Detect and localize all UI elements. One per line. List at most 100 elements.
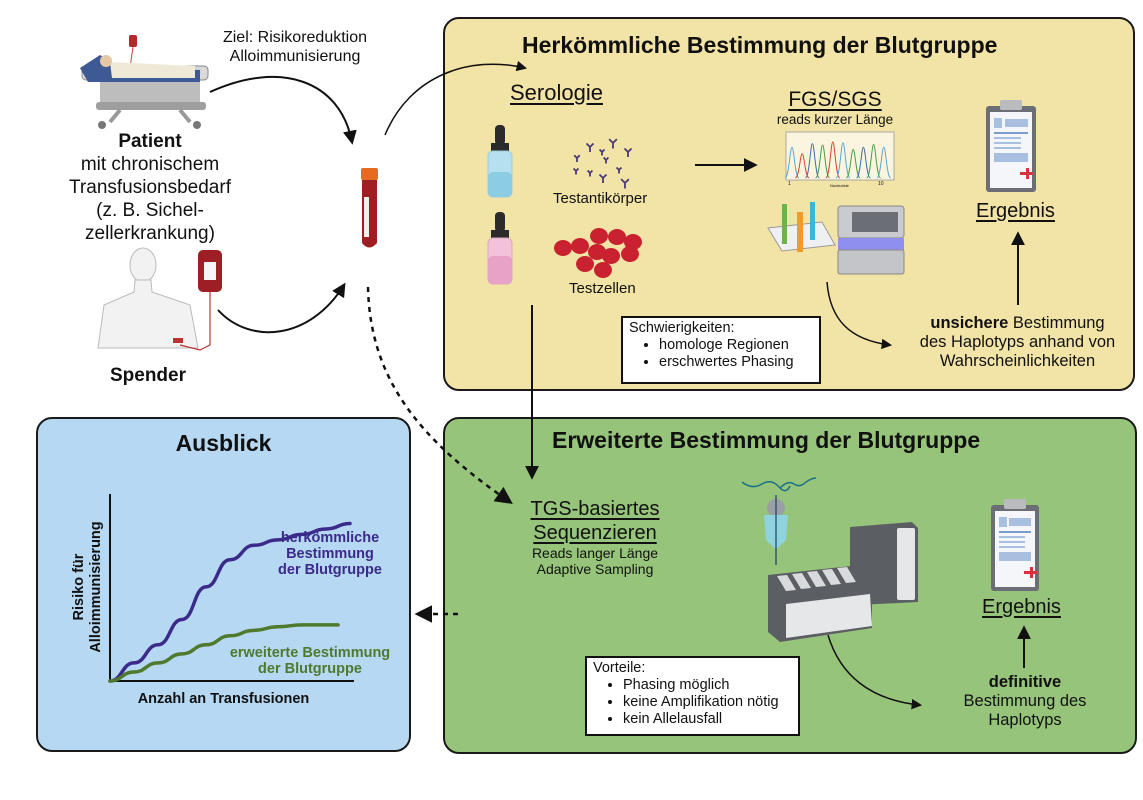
pink-bottle [487, 212, 513, 285]
chromatogram-peak [845, 148, 861, 179]
chromatogram-peak [825, 141, 841, 179]
donor-title: Spender [109, 365, 187, 386]
antibody-glyph [602, 156, 610, 164]
series-label-conventional: herkömmliche Bestimmung der Blutgruppe [265, 530, 395, 578]
fgs-sgs-subtitle: reads kurzer Länge [776, 112, 894, 127]
antibody-glyph [615, 166, 623, 174]
arrow-sample-to-tgs [366, 286, 513, 504]
chart-title: Ausblick [175, 430, 272, 456]
antibody-glyph [585, 142, 595, 152]
extended-outcome: definitive Bestimmung des Haplotyps [940, 673, 1110, 730]
patient-line: (z. B. Sichel- [96, 200, 204, 221]
difficulties-heading: Schwierigkeiten: [629, 320, 735, 336]
chart-x-label: Anzahl an Transfusionen [137, 691, 310, 707]
series-label-line: erweiterte Bestimmung [229, 645, 391, 661]
tgs-heading: TGS-basiertes Sequenzieren [510, 497, 680, 545]
chromatogram-peak [866, 144, 882, 179]
series-label-line: der Blutgruppe [278, 562, 382, 578]
chromatogram-peak [835, 142, 851, 179]
series-label-line: herkömmliche [280, 530, 380, 546]
chromatogram-peak [794, 153, 810, 179]
conventional-result-label: Ergebnis [976, 200, 1055, 222]
patient-line: zellerkrankung) [85, 223, 215, 244]
outcome-text: Bestimmung [1008, 314, 1105, 332]
series-label-line: Bestimmung [286, 546, 374, 562]
outlook-panel [36, 417, 411, 752]
series-label-line: der Blutgruppe [258, 661, 362, 677]
series-line-extended [108, 623, 340, 683]
advantages-heading: Vorteile: [593, 660, 646, 676]
series-label-extended: erweiterte Bestimmung der Blutgruppe [210, 645, 410, 677]
conventional-outcome: unsichere Bestimmung des Haplotyps anhan… [900, 314, 1135, 371]
chromatogram-tick-end: 10 [878, 181, 884, 187]
patient-title: Patient [118, 131, 182, 152]
serology-heading: Serologie [510, 80, 603, 105]
extended-title: Erweiterte Bestimmung der Blutgruppe [552, 427, 981, 453]
outcome-text: Haplotyps [988, 711, 1062, 729]
arrow-sample-to-serology [384, 60, 528, 136]
advantage-item: kein Allelausfall [623, 711, 792, 728]
chromatogram-peak [855, 146, 871, 179]
tgs-sub-line: Adaptive Sampling [536, 561, 654, 577]
outcome-definitive-bold: definitive [988, 673, 1062, 691]
chromatogram-peak [876, 146, 892, 179]
chromatogram-peak [784, 146, 800, 179]
advantages-box: Vorteile: Phasing möglich keine Amplifik… [585, 656, 800, 736]
antibody-glyph [598, 173, 608, 183]
chromatogram-peak [804, 143, 820, 179]
antibody-glyph [572, 167, 580, 175]
difficulty-item: erschwertes Phasing [659, 354, 813, 371]
outcome-text: des Haplotyps anhand von [919, 333, 1116, 351]
outcome-uncertain-bold: unsichere [930, 314, 1009, 332]
antibodies-label: Testantikörper [553, 190, 648, 207]
difficulty-item: homologe Regionen [659, 337, 813, 354]
blue-bottle [487, 125, 513, 198]
outcome-text: Wahrscheinlichkeiten [939, 352, 1096, 370]
chromatogram-peak [815, 144, 831, 179]
goal-line-1: Ziel: Risikoreduktion [222, 29, 368, 46]
tgs-heading-line: TGS-basiertes [530, 498, 660, 520]
advantage-item: Phasing möglich [623, 677, 792, 694]
cells-label: Testzellen [569, 280, 636, 297]
tgs-subtitle: Reads langer Länge Adaptive Sampling [510, 545, 680, 577]
tgs-heading-line: Sequenzieren [533, 522, 657, 544]
conventional-title: Herkömmliche Bestimmung der Blutgruppe [522, 32, 998, 58]
antibody-glyph [608, 138, 618, 149]
advantage-item: keine Amplifikation nötig [623, 694, 792, 711]
antibody-glyph [573, 154, 581, 162]
chromatogram-axis-label: Nucleotide [830, 183, 849, 188]
difficulties-box: Schwierigkeiten: homologe Regionen ersch… [621, 316, 821, 384]
arrow-fgs-to-outcome [826, 281, 893, 350]
arrow-tgs-to-outcome [827, 634, 923, 710]
fgs-sgs-heading: FGS/SGS [788, 88, 882, 111]
antibody-glyph [623, 147, 633, 157]
chromatogram-tick-start: 1 [788, 181, 791, 187]
goal-line-2: Alloimmunisierung [229, 48, 361, 65]
goal-text: Ziel: Risikoreduktion Alloimmunisierung [190, 28, 400, 66]
arrow-donor-to-sample [217, 282, 346, 334]
antibody-glyph [598, 148, 606, 156]
extended-result-label: Ergebnis [982, 596, 1061, 618]
patient-description: Patient mit chronischem Transfusionsbeda… [40, 130, 260, 245]
arrow-patient-to-sample [209, 75, 357, 145]
patient-line: mit chronischem [80, 154, 220, 175]
antibody-glyph [586, 169, 594, 177]
antibody-glyph [620, 178, 630, 189]
patient-line: Transfusionsbedarf [69, 177, 231, 198]
series-line-conventional [108, 521, 352, 683]
tgs-sub-line: Reads langer Länge [531, 545, 659, 561]
